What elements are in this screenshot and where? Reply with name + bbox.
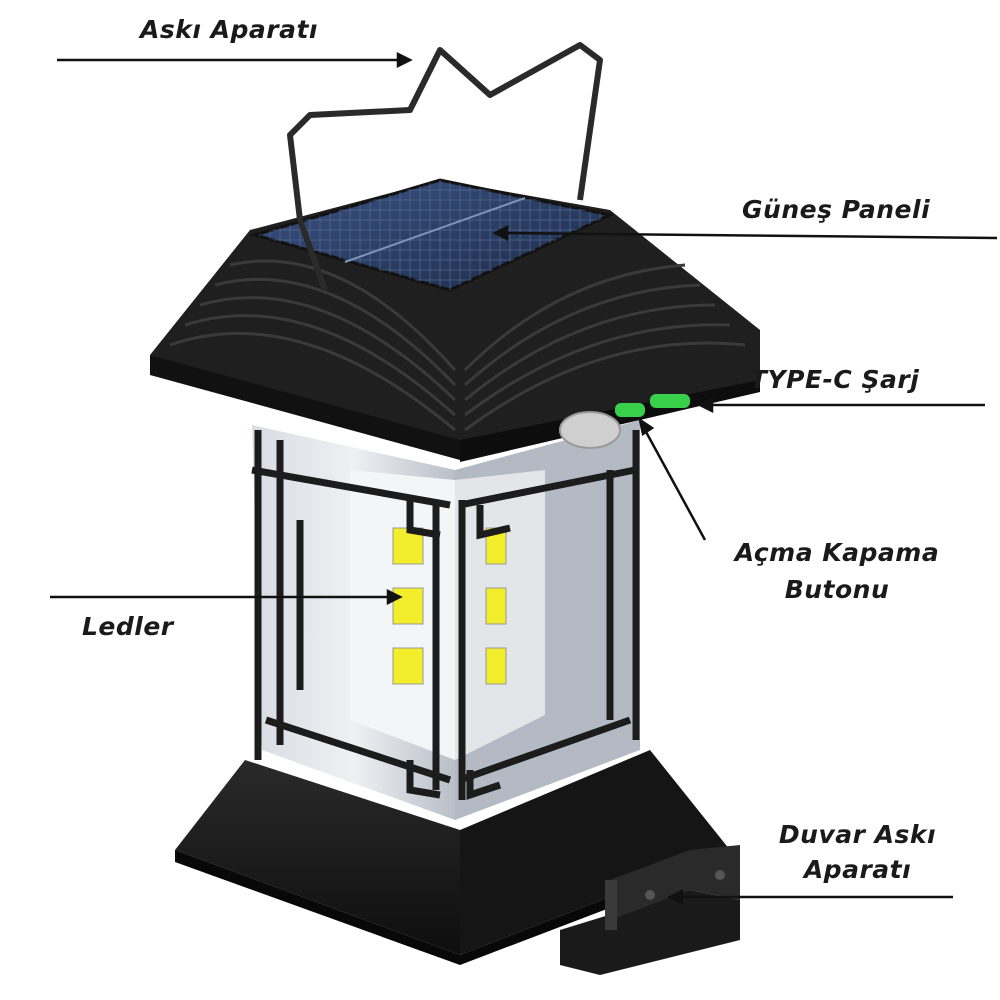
label-solar-panel: Güneş Paneli xyxy=(742,195,931,224)
label-wall-bracket-line2: Aparatı xyxy=(803,855,912,884)
solar-panel xyxy=(249,178,615,292)
hanger-wire xyxy=(287,42,603,292)
led-chip xyxy=(485,647,507,685)
label-leds: Ledler xyxy=(82,612,174,641)
label-wall-bracket: Duvar Askı Aparatı xyxy=(745,820,970,884)
label-power-button-line2: Butonu xyxy=(784,575,890,604)
lattice-frame xyxy=(251,430,640,800)
led-chip xyxy=(392,587,424,625)
wall-bracket xyxy=(560,845,740,975)
callout-lines xyxy=(50,51,998,906)
led-array xyxy=(392,527,507,685)
label-wall-bracket-line1: Duvar Askı xyxy=(778,820,937,849)
label-power-button-line1: Açma Kapama xyxy=(734,538,940,567)
led-chip xyxy=(485,587,507,625)
label-type-c-charging: TYPE-C Şarj xyxy=(750,365,920,394)
lantern-base xyxy=(175,750,730,965)
side-controls xyxy=(559,394,690,449)
led-chip xyxy=(392,647,424,685)
label-hanger: Askı Aparatı xyxy=(140,15,318,44)
label-power-button: Açma Kapama Butonu xyxy=(712,538,962,604)
